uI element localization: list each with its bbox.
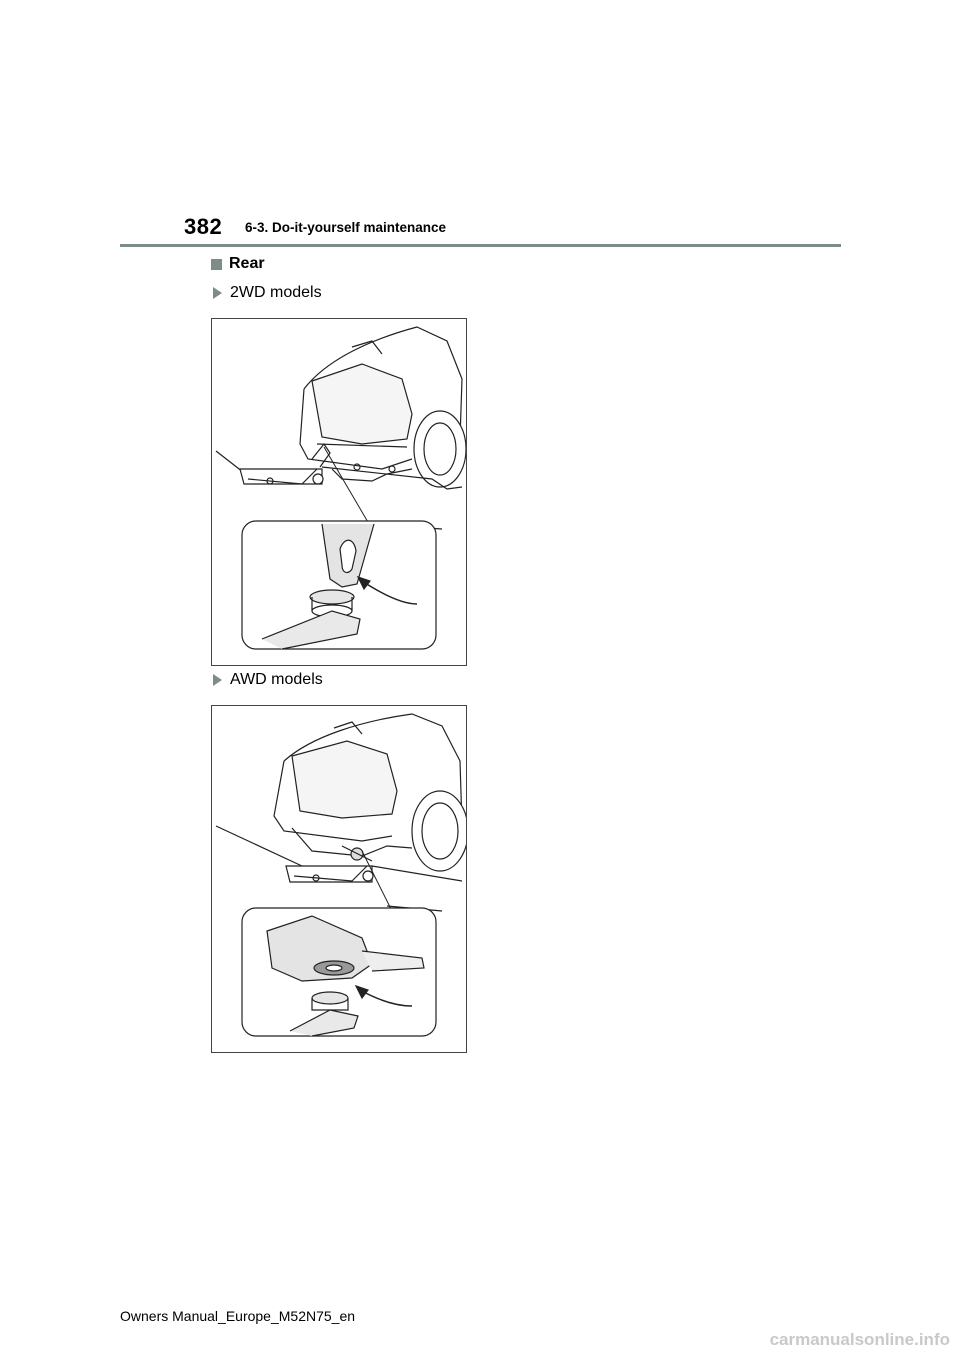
subheading-2wd-label: 2WD models bbox=[230, 284, 322, 301]
section-title: 6-3. Do-it-yourself maintenance bbox=[245, 220, 447, 235]
subheading-awd-label: AWD models bbox=[230, 671, 323, 688]
rear-heading-label: Rear bbox=[229, 255, 265, 272]
subheading-awd: AWD models bbox=[213, 671, 323, 689]
triangle-bullet-icon bbox=[213, 674, 222, 686]
figure-2wd-jack-point bbox=[211, 318, 467, 666]
header-divider bbox=[120, 244, 841, 247]
triangle-bullet-icon bbox=[213, 287, 222, 299]
subheading-2wd: 2WD models bbox=[213, 284, 322, 302]
car-rear-jack-illustration-2wd bbox=[215, 326, 466, 650]
footer-manual-id: Owners Manual_Europe_M52N75_en bbox=[120, 1308, 356, 1324]
square-bullet-icon bbox=[211, 258, 222, 270]
page-number: 382 bbox=[184, 214, 223, 239]
watermark: carmanualsonline.info bbox=[769, 1330, 950, 1349]
figure-awd-jack-point bbox=[211, 705, 467, 1053]
rear-heading: Rear bbox=[211, 255, 265, 273]
car-rear-jack-illustration-awd bbox=[215, 713, 466, 1037]
